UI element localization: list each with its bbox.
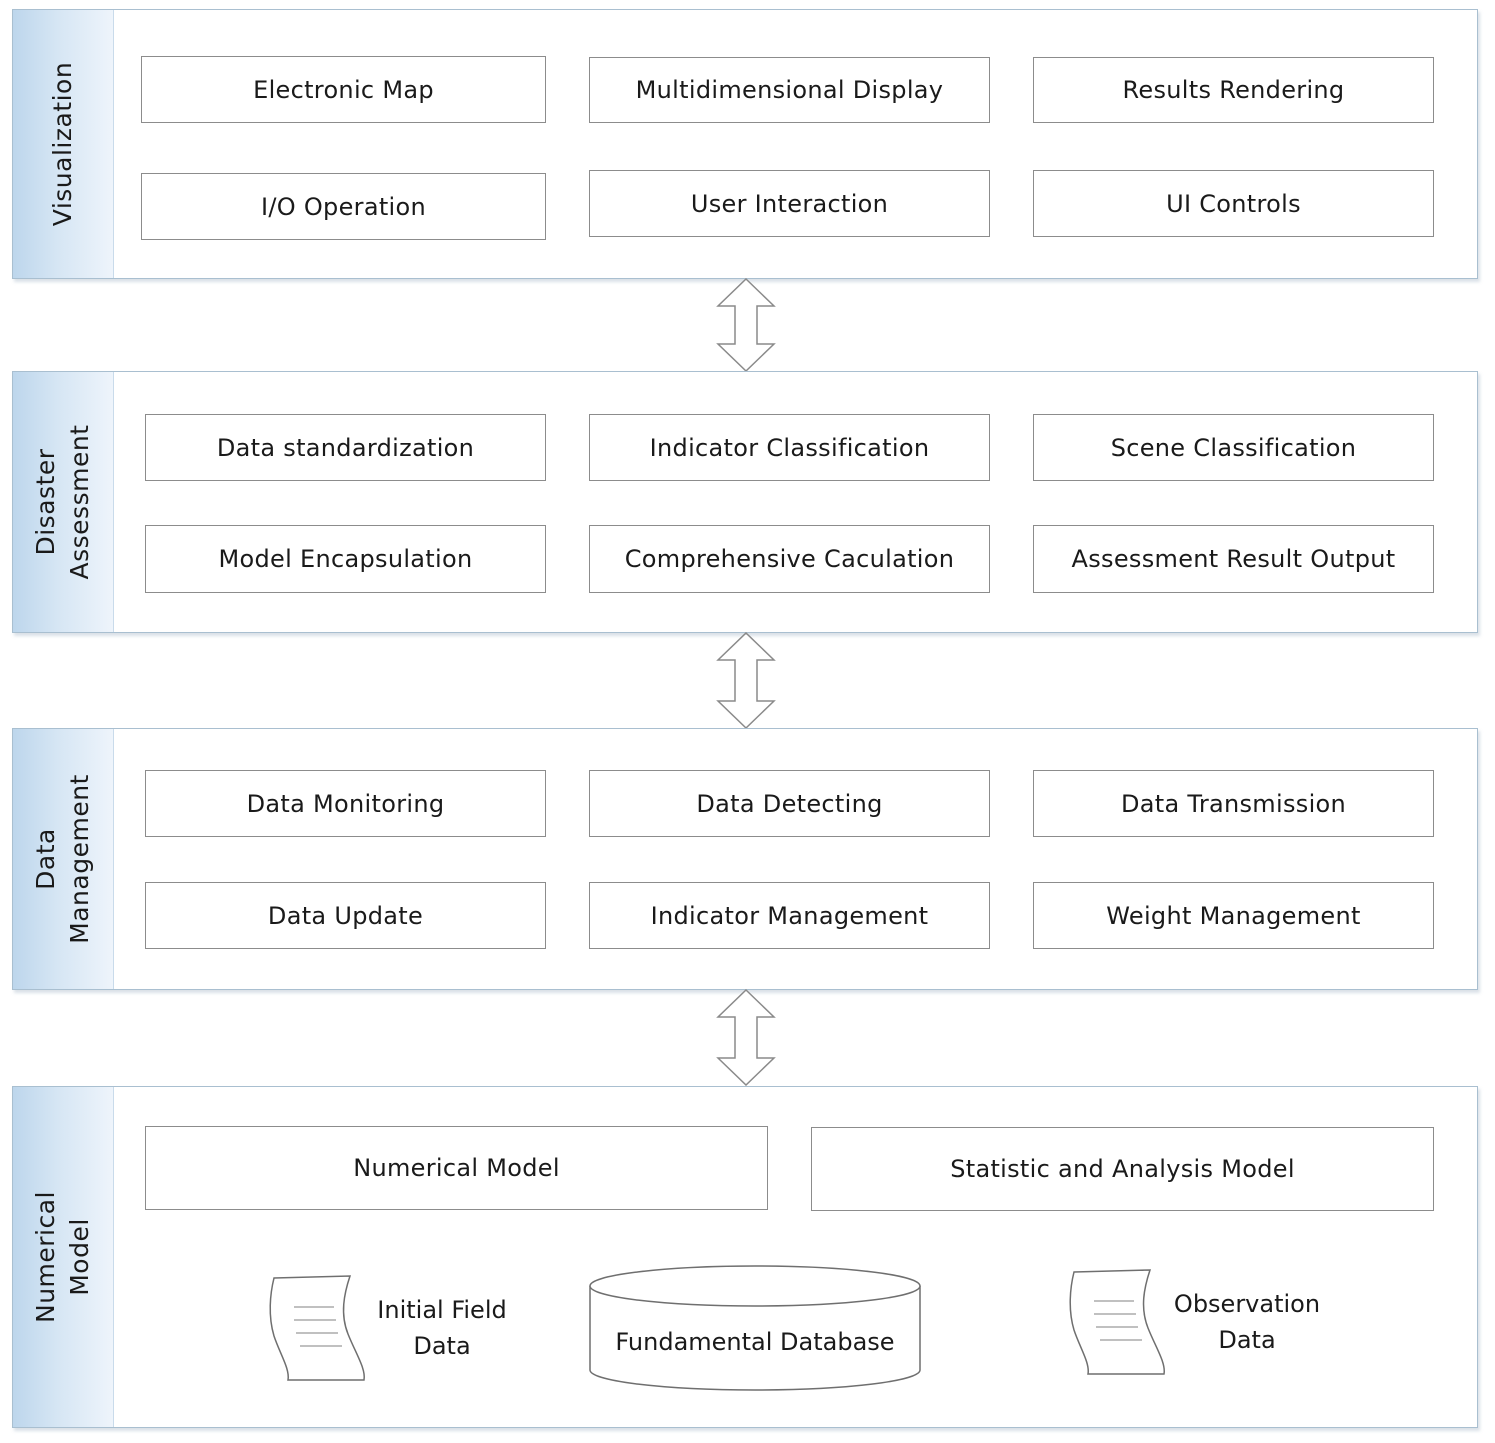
statistic-analysis-model-box: Statistic and Analysis Model xyxy=(811,1127,1434,1211)
visualization-layer-label: Visualization xyxy=(48,61,77,227)
initial-field-data-document-icon xyxy=(269,1275,365,1381)
data-management-layer: Data Management xyxy=(12,728,1478,990)
numerical-model-layer-label: Numerical Model xyxy=(31,1190,94,1324)
indicator-classification-box: Indicator Classification xyxy=(589,414,990,481)
disaster-assessment-layer-label: Disaster Assessment xyxy=(31,424,94,580)
numerical-model-layer-label-band: Numerical Model xyxy=(13,1087,114,1427)
visualization-layer-label-band: Visualization xyxy=(13,10,114,278)
scene-classification-box: Scene Classification xyxy=(1033,414,1434,481)
user-interaction-box: User Interaction xyxy=(589,170,990,237)
data-management-layer-label-band: Data Management xyxy=(13,729,114,989)
fundamental-database-label: Fundamental Database xyxy=(615,1328,895,1356)
initial-field-data-label: Initial Field Data xyxy=(377,1296,507,1360)
double-arrow-icon xyxy=(716,989,776,1086)
data-monitoring-box: Data Monitoring xyxy=(145,770,546,837)
comprehensive-calculation-box: Comprehensive Caculation xyxy=(589,525,990,593)
data-transmission-box: Data Transmission xyxy=(1033,770,1434,837)
data-update-box: Data Update xyxy=(145,882,546,949)
double-arrow-icon xyxy=(716,278,776,372)
data-standardization-box: Data standardization xyxy=(145,414,546,481)
fundamental-database-cylinder-icon xyxy=(589,1265,921,1391)
indicator-management-box: Indicator Management xyxy=(589,882,990,949)
disaster-assessment-layer-label-band: Disaster Assessment xyxy=(13,372,114,632)
observation-data-label: Observation Data xyxy=(1173,1290,1321,1354)
ui-controls-box: UI Controls xyxy=(1033,170,1434,237)
data-detecting-box: Data Detecting xyxy=(589,770,990,837)
electronic-map-box: Electronic Map xyxy=(141,56,546,123)
double-arrow-icon xyxy=(716,632,776,729)
model-encapsulation-box: Model Encapsulation xyxy=(145,525,546,593)
observation-data-document-icon xyxy=(1069,1269,1165,1375)
data-management-layer-label: Data Management xyxy=(31,774,94,944)
disaster-assessment-layer: Disaster Assessment xyxy=(12,371,1478,633)
assessment-result-output-box: Assessment Result Output xyxy=(1033,525,1434,593)
numerical-model-box: Numerical Model xyxy=(145,1126,768,1210)
results-rendering-box: Results Rendering xyxy=(1033,57,1434,123)
multidimensional-display-box: Multidimensional Display xyxy=(589,57,990,123)
weight-management-box: Weight Management xyxy=(1033,882,1434,949)
io-operation-box: I/O Operation xyxy=(141,173,546,240)
